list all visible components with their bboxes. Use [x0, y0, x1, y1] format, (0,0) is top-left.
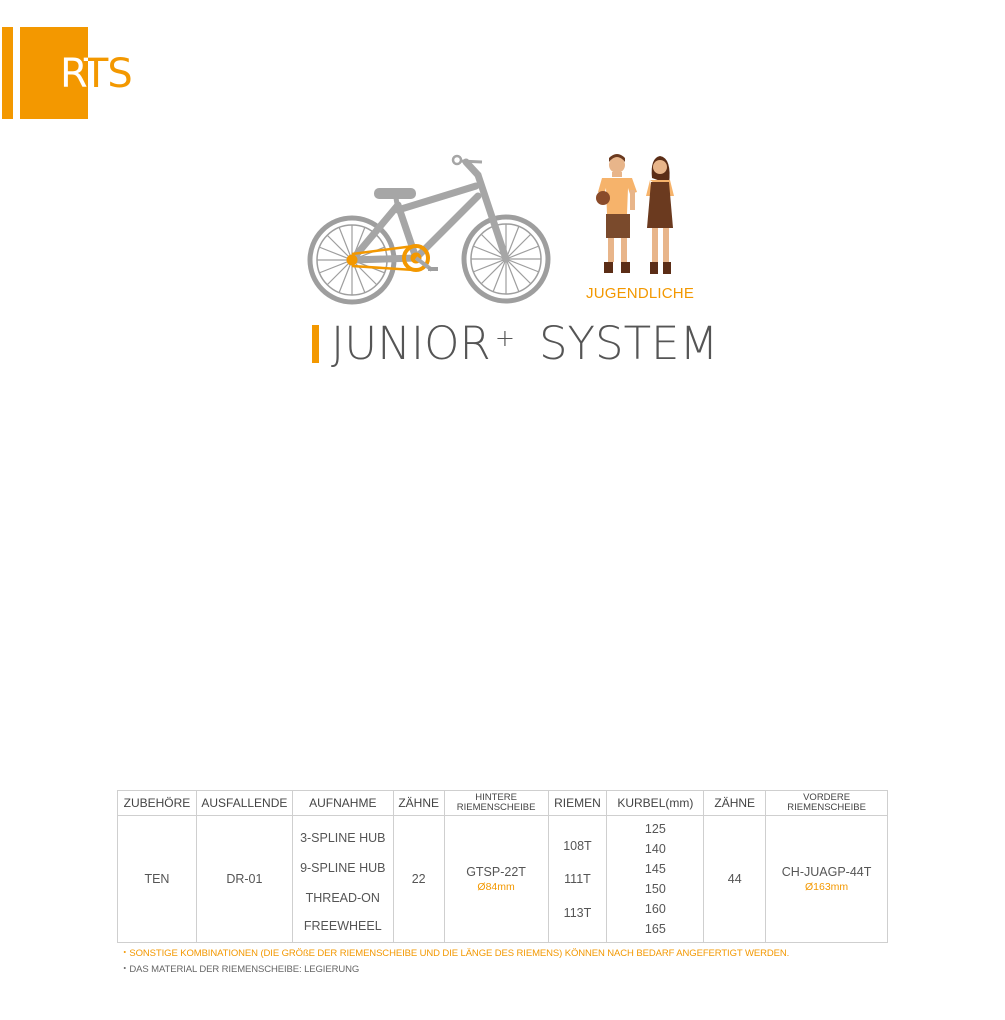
cell-zubehoere: TEN	[117, 815, 197, 943]
header-vordere-riemenscheibe: VORDERE RIEMENSCHEIBE	[765, 790, 888, 816]
system-title: JUNIOR+ SYSTEM	[331, 316, 718, 372]
header-ausfallende: AUSFALLENDE	[195, 790, 293, 816]
hub-option: 9-SPLINE HUB	[300, 861, 386, 875]
title-accent-bar	[312, 325, 319, 363]
crank-option: 165	[644, 922, 666, 936]
footnote-combinations: ・SONSTIGE KOMBINATIONEN (DIE GRÖßE DER R…	[120, 948, 790, 959]
header-zubehoere: ZUBEHÖRE	[117, 790, 197, 816]
hintere-pulley-size: Ø84mm	[477, 881, 515, 893]
table-row: TEN DR-01 3-SPLINE HUB 9-SPLINE HUB THRE…	[117, 815, 888, 943]
cell-ausfallende: DR-01	[195, 815, 293, 943]
header-riemen: RIEMEN	[547, 790, 608, 816]
table-header-row: ZUBEHÖRE AUSFALLENDE AUFNAHME ZÄHNE HINT…	[117, 790, 888, 816]
crank-option: 150	[644, 882, 666, 896]
footnotes: ・SONSTIGE KOMBINATIONEN (DIE GRÖßE DER R…	[120, 946, 789, 978]
header-vordere-line1: VORDERE	[803, 792, 851, 803]
cell-zaehne-front: 44	[703, 815, 767, 943]
cell-vordere-riemenscheibe: CH-JUAGP-44T Ø163mm	[765, 815, 888, 943]
cell-riemen: 108T 111T 113T	[547, 815, 608, 943]
header-hintere-riemenscheibe: HINTERE RIEMENSCHEIBE	[443, 790, 549, 816]
header-hintere-line1: HINTERE	[475, 792, 517, 803]
cell-zaehne-rear: 22	[392, 815, 445, 943]
logo-bar	[2, 27, 13, 119]
logo-box	[20, 27, 88, 119]
boy-figure	[596, 154, 637, 273]
belt-option: 111T	[564, 872, 591, 886]
belt-option: 113T	[563, 905, 592, 920]
hub-option: 3-SPLINE HUB	[300, 831, 386, 845]
hintere-pulley-name: GTSP-22T	[466, 865, 526, 879]
girl-figure	[646, 156, 674, 274]
cell-kurbel: 125 140 145 150 160 165	[606, 815, 705, 943]
title-superscript: +	[494, 324, 515, 352]
crank-option: 160	[644, 902, 666, 916]
saddle	[374, 188, 416, 199]
cell-hintere-riemenscheibe: GTSP-22T Ø84mm	[443, 815, 549, 943]
bike-illustration	[307, 154, 674, 305]
header-hintere-line2: RIEMENSCHEIBE	[456, 802, 536, 813]
header-zaehne-front: ZÄHNE	[703, 790, 767, 816]
title-main: JUNIOR	[331, 317, 491, 370]
spec-table: ZUBEHÖRE AUSFALLENDE AUFNAHME ZÄHNE HINT…	[117, 790, 888, 943]
header-kurbel: KURBEL(mm)	[606, 790, 705, 816]
crank-option: 145	[644, 862, 666, 876]
crank-option: 125	[644, 822, 666, 836]
vordere-pulley-size: Ø163mm	[804, 881, 849, 893]
title-rest: SYSTEM	[538, 317, 719, 370]
bike-frame	[348, 158, 510, 264]
belt-option: 108T	[563, 838, 592, 853]
vordere-pulley-name: CH-JUAGP-44T	[781, 865, 872, 879]
header-zaehne-rear: ZÄHNE	[392, 790, 445, 816]
crank-option: 140	[644, 842, 666, 856]
header-aufnahme: AUFNAHME	[291, 790, 394, 816]
header-vordere-line2: RIEMENSCHEIBE	[787, 802, 866, 813]
footnote-material: ・DAS MATERIAL DER RIEMENSCHEIBE: LEGIERU…	[120, 964, 360, 975]
age-group-label: JUGENDLICHE	[586, 285, 695, 302]
logo-text: RTS	[60, 51, 133, 97]
